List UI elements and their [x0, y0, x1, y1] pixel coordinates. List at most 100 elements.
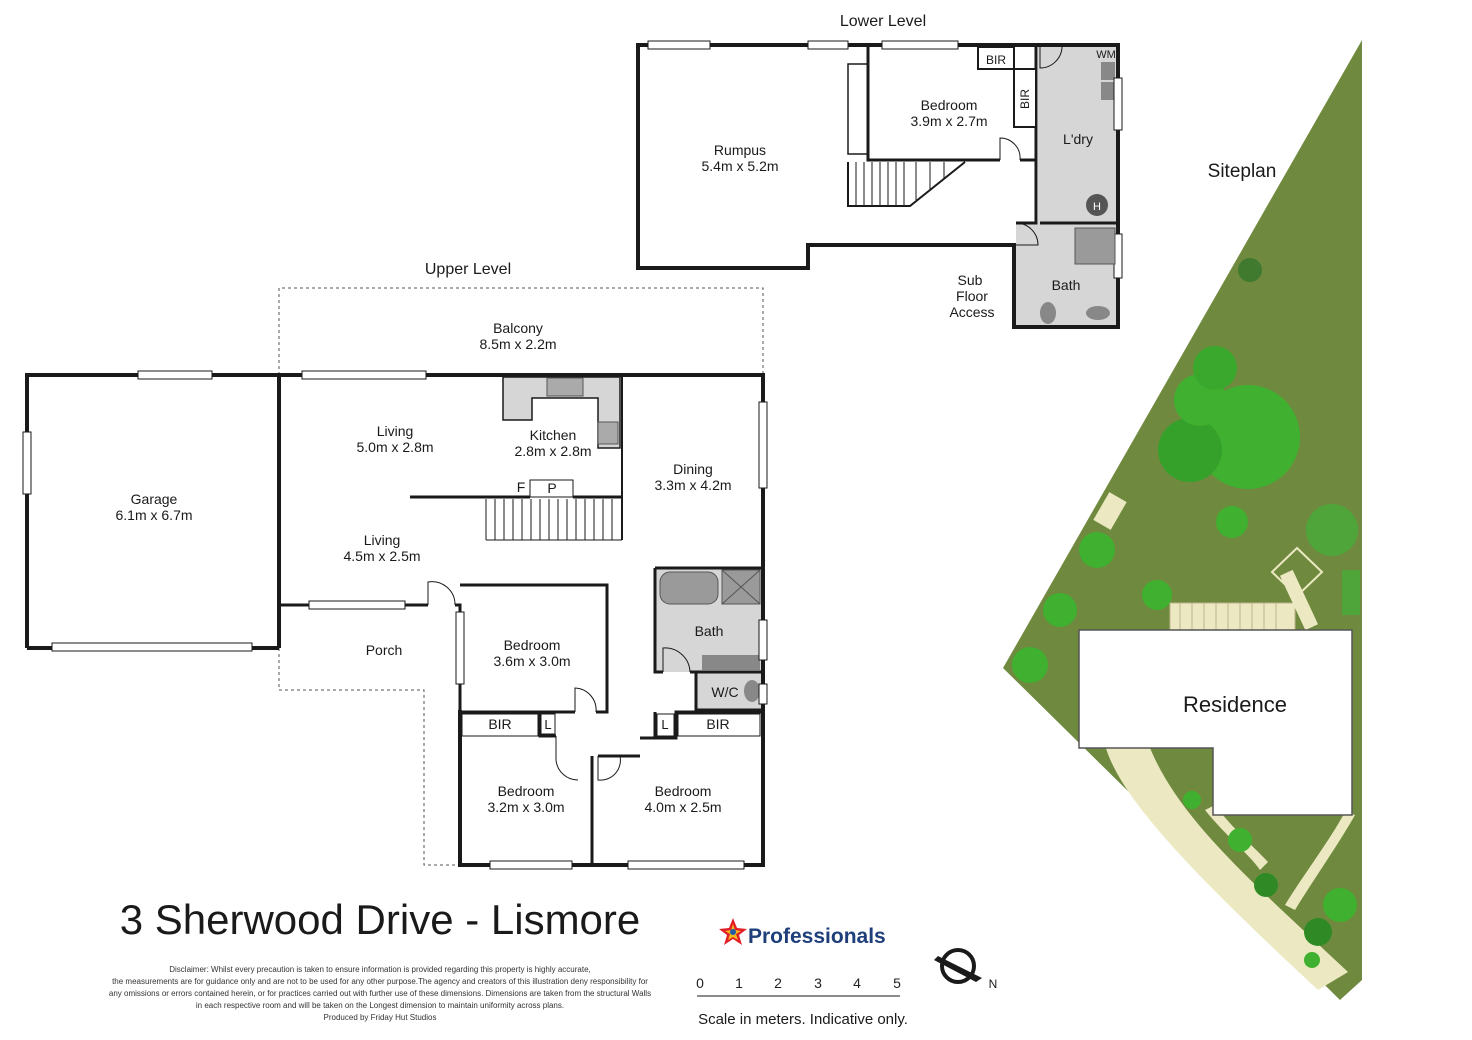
lower-level: Lower Level BIR BIR WM H	[636, 13, 1123, 329]
lower-bedroom-name: Bedroom	[921, 97, 978, 113]
tree	[1158, 418, 1222, 482]
professionals-logo: Professionals	[719, 918, 886, 948]
scale-bar: 0 1 2 3 4 5 Scale in meters. Indicative …	[696, 975, 908, 1028]
vanity	[702, 655, 760, 670]
upper-level-title: Upper Level	[425, 261, 511, 278]
rumpus-size: 5.4m x 5.2m	[701, 158, 778, 174]
bedroom1-name: Bedroom	[504, 637, 561, 653]
disclaimer-line: Produced by Friday Hut Studios	[324, 1013, 437, 1022]
hws-label: H	[1093, 201, 1101, 213]
upper-outer-walls	[279, 373, 765, 867]
bir2-cupboard	[461, 713, 539, 737]
tree	[1323, 888, 1357, 922]
linen2-label: L	[661, 717, 668, 732]
tree	[1216, 506, 1248, 538]
hot-water-unit	[1086, 194, 1108, 216]
wc-walls	[694, 672, 763, 712]
tree	[1304, 918, 1332, 946]
living1-size: 5.0m x 2.8m	[356, 439, 433, 455]
bath-walls	[653, 566, 763, 674]
lower-walls	[636, 43, 1120, 329]
scale-tick: 2	[774, 975, 782, 991]
living2-size: 4.5m x 2.5m	[343, 548, 420, 564]
tree	[1043, 593, 1077, 627]
gazebo	[1270, 546, 1324, 598]
bedroom3-size: 4.0m x 2.5m	[644, 799, 721, 815]
living2-name: Living	[364, 532, 401, 548]
tree	[1183, 791, 1201, 809]
dining-name: Dining	[673, 461, 713, 477]
shrub	[1342, 570, 1360, 615]
bir-lower-1	[977, 46, 1015, 70]
porch-name: Porch	[366, 642, 403, 658]
lower-basin	[1086, 306, 1110, 320]
linen2	[656, 713, 675, 737]
scale-tick: 5	[893, 975, 901, 991]
disclaimer: Disclaimer: Whilst every precaution is t…	[109, 965, 651, 1022]
tree	[1304, 952, 1320, 968]
compass-north: N	[989, 977, 998, 991]
bedroom3-walls	[640, 710, 763, 740]
laundry-name: L'dry	[1063, 131, 1093, 147]
rumpus-name: Rumpus	[714, 142, 766, 158]
disclaimer-line: the measurements are for guidance only a…	[112, 977, 648, 986]
property-title: 3 Sherwood Drive - Lismore	[120, 896, 641, 943]
kitchen-size: 2.8m x 2.8m	[514, 443, 591, 459]
bir2-label: BIR	[488, 716, 511, 732]
scale-tick: 3	[814, 975, 822, 991]
dining-size: 3.3m x 4.2m	[654, 477, 731, 493]
bir3-cupboard	[677, 713, 761, 737]
upper-bath-name: Bath	[695, 623, 724, 639]
scale-caption: Scale in meters. Indicative only.	[698, 1011, 908, 1028]
bathtub	[659, 571, 719, 605]
lower-level-title: Lower Level	[840, 13, 926, 30]
palm-tree	[1238, 258, 1262, 282]
upper-toilet	[744, 680, 760, 702]
subfloor-line1: Sub	[958, 272, 983, 288]
bedroom2-name: Bedroom	[498, 783, 555, 799]
bir3-label: BIR	[706, 716, 729, 732]
lower-bath-name: Bath	[1052, 277, 1081, 293]
bedroom1-size: 3.6m x 3.0m	[493, 653, 570, 669]
linen1	[540, 713, 556, 735]
residence-footprint	[1078, 629, 1353, 816]
compass-icon: N	[934, 948, 998, 991]
scale-tick: 0	[696, 975, 704, 991]
garage-size: 6.1m x 6.7m	[115, 507, 192, 523]
lower-bedroom-size: 3.9m x 2.7m	[910, 113, 987, 129]
tree	[1012, 647, 1048, 683]
lower-shower	[1074, 227, 1116, 265]
deck	[1169, 602, 1296, 634]
scale-tick: 4	[853, 975, 861, 991]
logo-text: Professionals	[748, 925, 886, 948]
garden-path-right	[1285, 812, 1355, 910]
disclaimer-line: Disclaimer: Whilst every precaution is t…	[169, 965, 591, 974]
bedroom3-name: Bedroom	[655, 783, 712, 799]
tree	[1193, 346, 1237, 390]
disclaimer-line: in each respective room and will be take…	[196, 1001, 564, 1010]
lower-stairs	[847, 161, 966, 207]
balcony-name: Balcony	[493, 320, 543, 336]
kitchen-sink	[546, 377, 584, 397]
bedroom2-walls	[460, 710, 594, 865]
disclaimer-line: any omissions or errors contained herein…	[109, 989, 651, 998]
wc-label: W/C	[711, 684, 738, 700]
bedroom2-size: 3.2m x 3.0m	[487, 799, 564, 815]
cooktop	[597, 421, 619, 445]
scale-tick: 1	[735, 975, 743, 991]
living1-name: Living	[377, 423, 414, 439]
lower-stairs-rail	[847, 63, 869, 155]
subfloor-line2: Floor	[956, 288, 988, 304]
tree	[1306, 504, 1358, 556]
porch-outline	[278, 648, 460, 866]
wm-label: WM	[1096, 49, 1116, 61]
site-plan: Residence Siteplan	[1003, 40, 1362, 1000]
pantry	[529, 479, 574, 498]
bir-lower-2-label: BIR	[1018, 89, 1032, 109]
driveway-path	[1105, 745, 1348, 990]
residence-label: Residence	[1183, 692, 1287, 717]
bir-lower-1-label: BIR	[986, 53, 1006, 67]
stairs-path	[1279, 569, 1319, 631]
pantry-label: P	[547, 480, 556, 496]
